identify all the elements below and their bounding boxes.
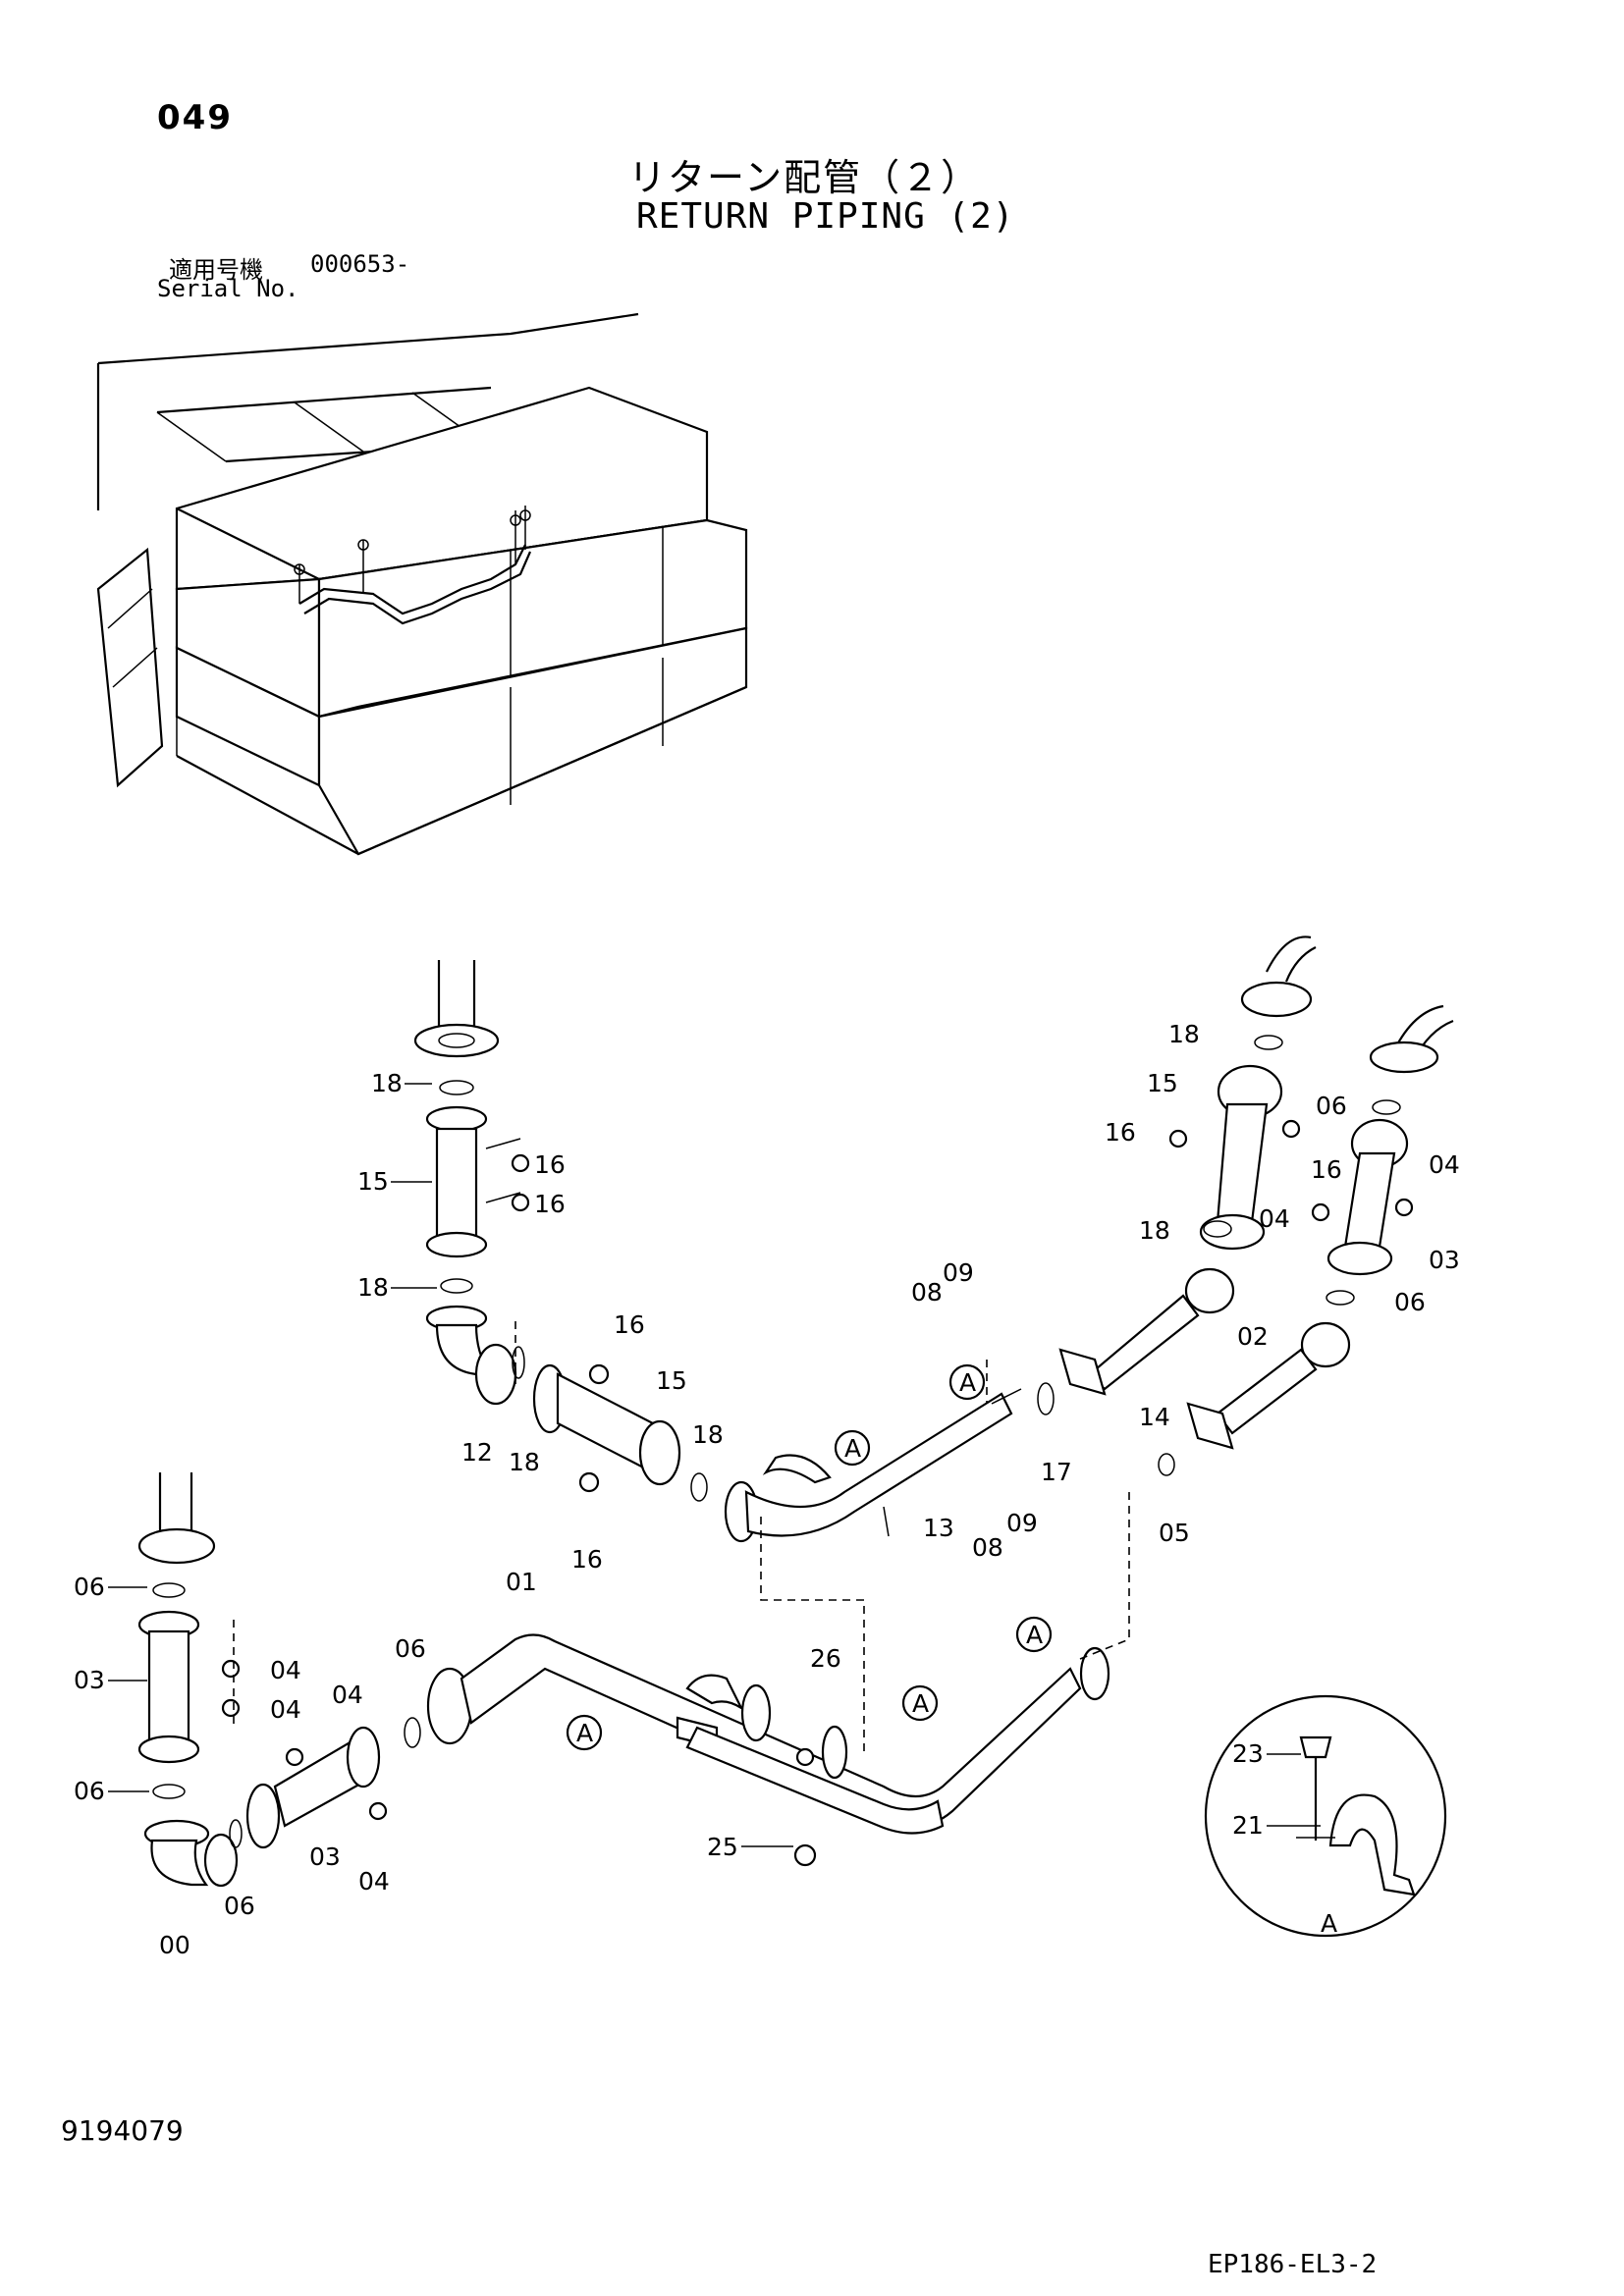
callout-18: 18: [692, 1420, 724, 1449]
overview-pipe-route: [294, 506, 532, 625]
callout-05: 05: [1159, 1519, 1190, 1547]
callout-16: 16: [1105, 1118, 1136, 1147]
callout-15: 15: [1147, 1069, 1178, 1097]
callout-14: 14: [1139, 1403, 1170, 1431]
clamp-marker: A: [901, 1684, 939, 1722]
callout-04: 04: [1259, 1204, 1290, 1233]
clamp-marker: A: [948, 1363, 986, 1401]
lower-main-pipe-01: [426, 1633, 1110, 1867]
machine-overview-illustration: [96, 312, 748, 856]
callout-18: 18: [1168, 1020, 1200, 1048]
reference-lines: [233, 1315, 1130, 1757]
upper-right-filter-assemblies: [1058, 935, 1454, 1476]
title-japanese: リターン配管（２）: [628, 156, 981, 199]
detail-view-a: [1204, 1694, 1447, 1938]
callout-18: 18: [509, 1448, 540, 1476]
clamp-marker: A: [1015, 1616, 1053, 1653]
serial-label-japanese: 適用号機: [169, 256, 263, 284]
lower-left-filter-assembly: [137, 1472, 421, 1888]
callout-03: 03: [74, 1666, 105, 1694]
page-number: 049: [157, 98, 233, 137]
callout-08: 08: [911, 1278, 943, 1307]
upper-left-filter-assembly: [413, 960, 530, 1406]
callout-16: 16: [571, 1545, 603, 1574]
callout-03: 03: [309, 1842, 341, 1871]
callout-09: 09: [1006, 1509, 1038, 1537]
callout-04: 04: [332, 1681, 363, 1709]
callout-23: 23: [1232, 1739, 1264, 1768]
callout-01: 01: [506, 1568, 537, 1596]
callout-00: 00: [159, 1931, 190, 1959]
callout-06: 06: [74, 1573, 105, 1601]
svg-text:A: A: [844, 1434, 861, 1463]
callout-02: 02: [1237, 1322, 1269, 1351]
part-callouts: 18 15 16 16 18 12 18 16 15 18 16 13 08 0…: [74, 1020, 1460, 1959]
callout-18: 18: [371, 1069, 403, 1097]
serial-number-value: 000653-: [310, 250, 410, 278]
callout-16: 16: [614, 1310, 645, 1339]
svg-text:A: A: [959, 1368, 976, 1397]
clamp-marker: A: [834, 1429, 871, 1467]
callout-06: 06: [74, 1777, 105, 1805]
callout-15: 15: [656, 1366, 687, 1395]
callout-13: 13: [923, 1514, 954, 1542]
callout-06: 06: [224, 1892, 255, 1920]
callout-16: 16: [1311, 1155, 1342, 1184]
svg-text:A: A: [912, 1689, 929, 1718]
callout-08: 08: [972, 1533, 1003, 1562]
callout-25: 25: [707, 1833, 738, 1861]
serial-label-english: Serial No.: [157, 275, 299, 302]
callout-15: 15: [357, 1167, 389, 1196]
callout-17: 17: [1041, 1458, 1072, 1486]
svg-text:A: A: [1026, 1621, 1043, 1649]
callout-16: 16: [534, 1150, 566, 1179]
title-english: RETURN PIPING (2): [636, 196, 1015, 237]
callout-04: 04: [358, 1867, 390, 1896]
callout-04: 04: [270, 1656, 301, 1684]
middle-filter-and-pipe-13: [532, 1363, 1055, 1543]
clamp-markers: A A A A A: [566, 1363, 1053, 1751]
callout-18: 18: [1139, 1216, 1170, 1245]
callout-03: 03: [1429, 1246, 1460, 1274]
callout-06: 06: [1316, 1092, 1347, 1120]
callout-09: 09: [943, 1258, 974, 1287]
document-id: 9194079: [61, 2114, 184, 2147]
callout-12: 12: [461, 1438, 493, 1467]
svg-text:A: A: [576, 1719, 593, 1747]
callout-06: 06: [1394, 1288, 1426, 1316]
callout-16: 16: [534, 1190, 566, 1218]
callout-21: 21: [1232, 1811, 1264, 1840]
callout-04: 04: [270, 1695, 301, 1724]
detail-view-label: A: [1321, 1909, 1337, 1938]
callout-18: 18: [357, 1273, 389, 1302]
callout-04: 04: [1429, 1150, 1460, 1179]
callout-06: 06: [395, 1634, 426, 1663]
figure-code: EP186-EL3-2: [1208, 2250, 1378, 2279]
clamp-marker: A: [566, 1714, 603, 1751]
callout-26: 26: [810, 1644, 841, 1673]
